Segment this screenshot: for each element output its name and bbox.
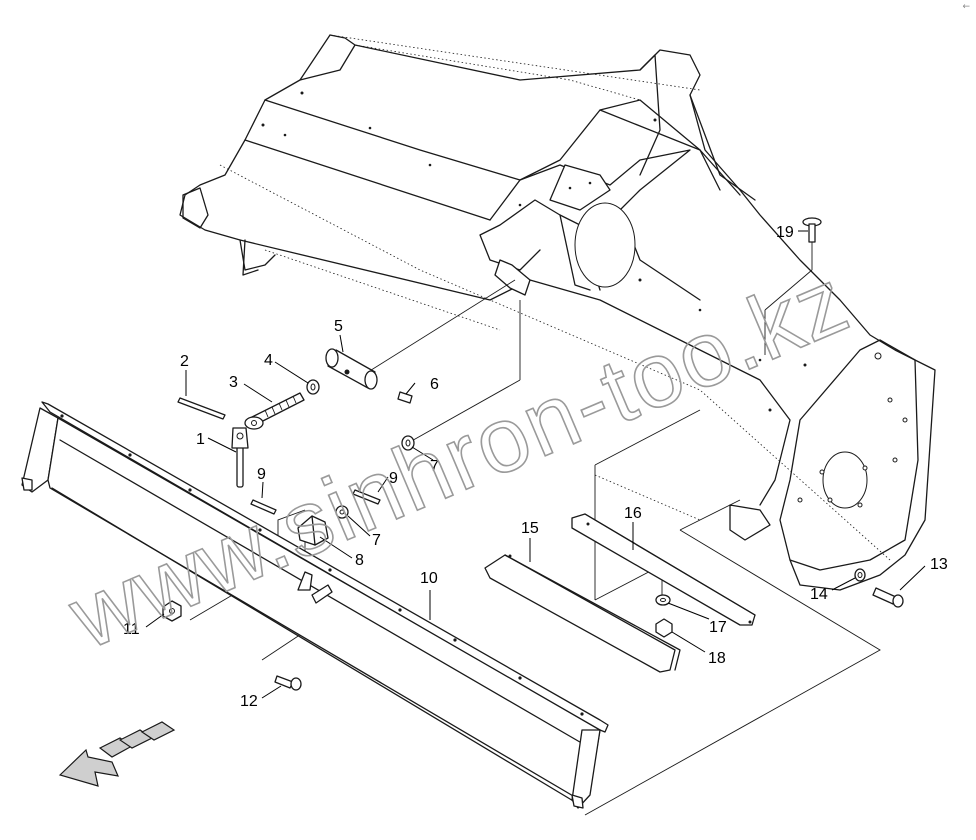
callout-labels: 1 2 3 4 5 6 7 7 8 9 9 10 11 12 13 14 15 … bbox=[123, 224, 948, 710]
part-7-washer-lower bbox=[335, 505, 349, 519]
callout-11: 11 bbox=[123, 621, 140, 638]
callout-6: 6 bbox=[430, 376, 439, 393]
callout-8: 8 bbox=[355, 552, 364, 569]
callout-17: 17 bbox=[709, 619, 727, 636]
callout-19: 19 bbox=[776, 224, 794, 241]
callout-2: 2 bbox=[180, 353, 189, 370]
part-1-eye-stud bbox=[231, 427, 249, 488]
deflector-plate bbox=[21, 401, 609, 809]
direction-arrow-icon bbox=[58, 721, 176, 787]
callout-7-lower: 7 bbox=[372, 532, 381, 549]
part-2-pin bbox=[177, 397, 226, 420]
callout-3: 3 bbox=[229, 374, 238, 391]
part-11-nut bbox=[162, 600, 182, 622]
callout-16: 16 bbox=[624, 505, 642, 522]
part-9-pin-right bbox=[352, 489, 381, 505]
callout-14: 14 bbox=[810, 586, 828, 603]
callout-9-left: 9 bbox=[257, 466, 266, 483]
part-9-pin-left bbox=[250, 499, 277, 515]
part-13-bolt bbox=[872, 587, 904, 608]
callout-5: 5 bbox=[334, 318, 343, 335]
callout-13: 13 bbox=[930, 556, 948, 573]
callout-9-right: 9 bbox=[389, 470, 398, 487]
leader-lines bbox=[145, 230, 926, 699]
part-18-nut bbox=[655, 618, 673, 638]
part-14-washer bbox=[854, 568, 866, 582]
callout-4: 4 bbox=[264, 352, 273, 369]
callout-12: 12 bbox=[240, 693, 258, 710]
callout-1: 1 bbox=[196, 431, 205, 448]
watermark-text: www.sinhron-too.kz bbox=[55, 249, 863, 669]
part-17-washer bbox=[655, 594, 671, 606]
part-7-washer-upper bbox=[401, 435, 415, 451]
main-frame-housing bbox=[179, 34, 936, 591]
part-19-carriage-bolt bbox=[802, 217, 822, 243]
watermark: www.sinhron-too.kz bbox=[54, 248, 864, 670]
callout-7-upper: 7 bbox=[430, 458, 439, 475]
part-3-threaded-eye bbox=[244, 392, 305, 430]
callout-10: 10 bbox=[420, 570, 438, 587]
angle-strip-15 bbox=[484, 554, 681, 673]
part-6-nipple bbox=[397, 391, 413, 404]
part-12-bolt bbox=[274, 675, 302, 691]
callout-18: 18 bbox=[708, 650, 726, 667]
angle-strip-16 bbox=[571, 513, 756, 626]
angle-bracket bbox=[297, 571, 333, 604]
part-4-washer bbox=[306, 379, 320, 395]
part-5-bushing bbox=[325, 348, 378, 390]
corner-mark: ← bbox=[962, 2, 970, 12]
callout-15: 15 bbox=[521, 520, 539, 537]
